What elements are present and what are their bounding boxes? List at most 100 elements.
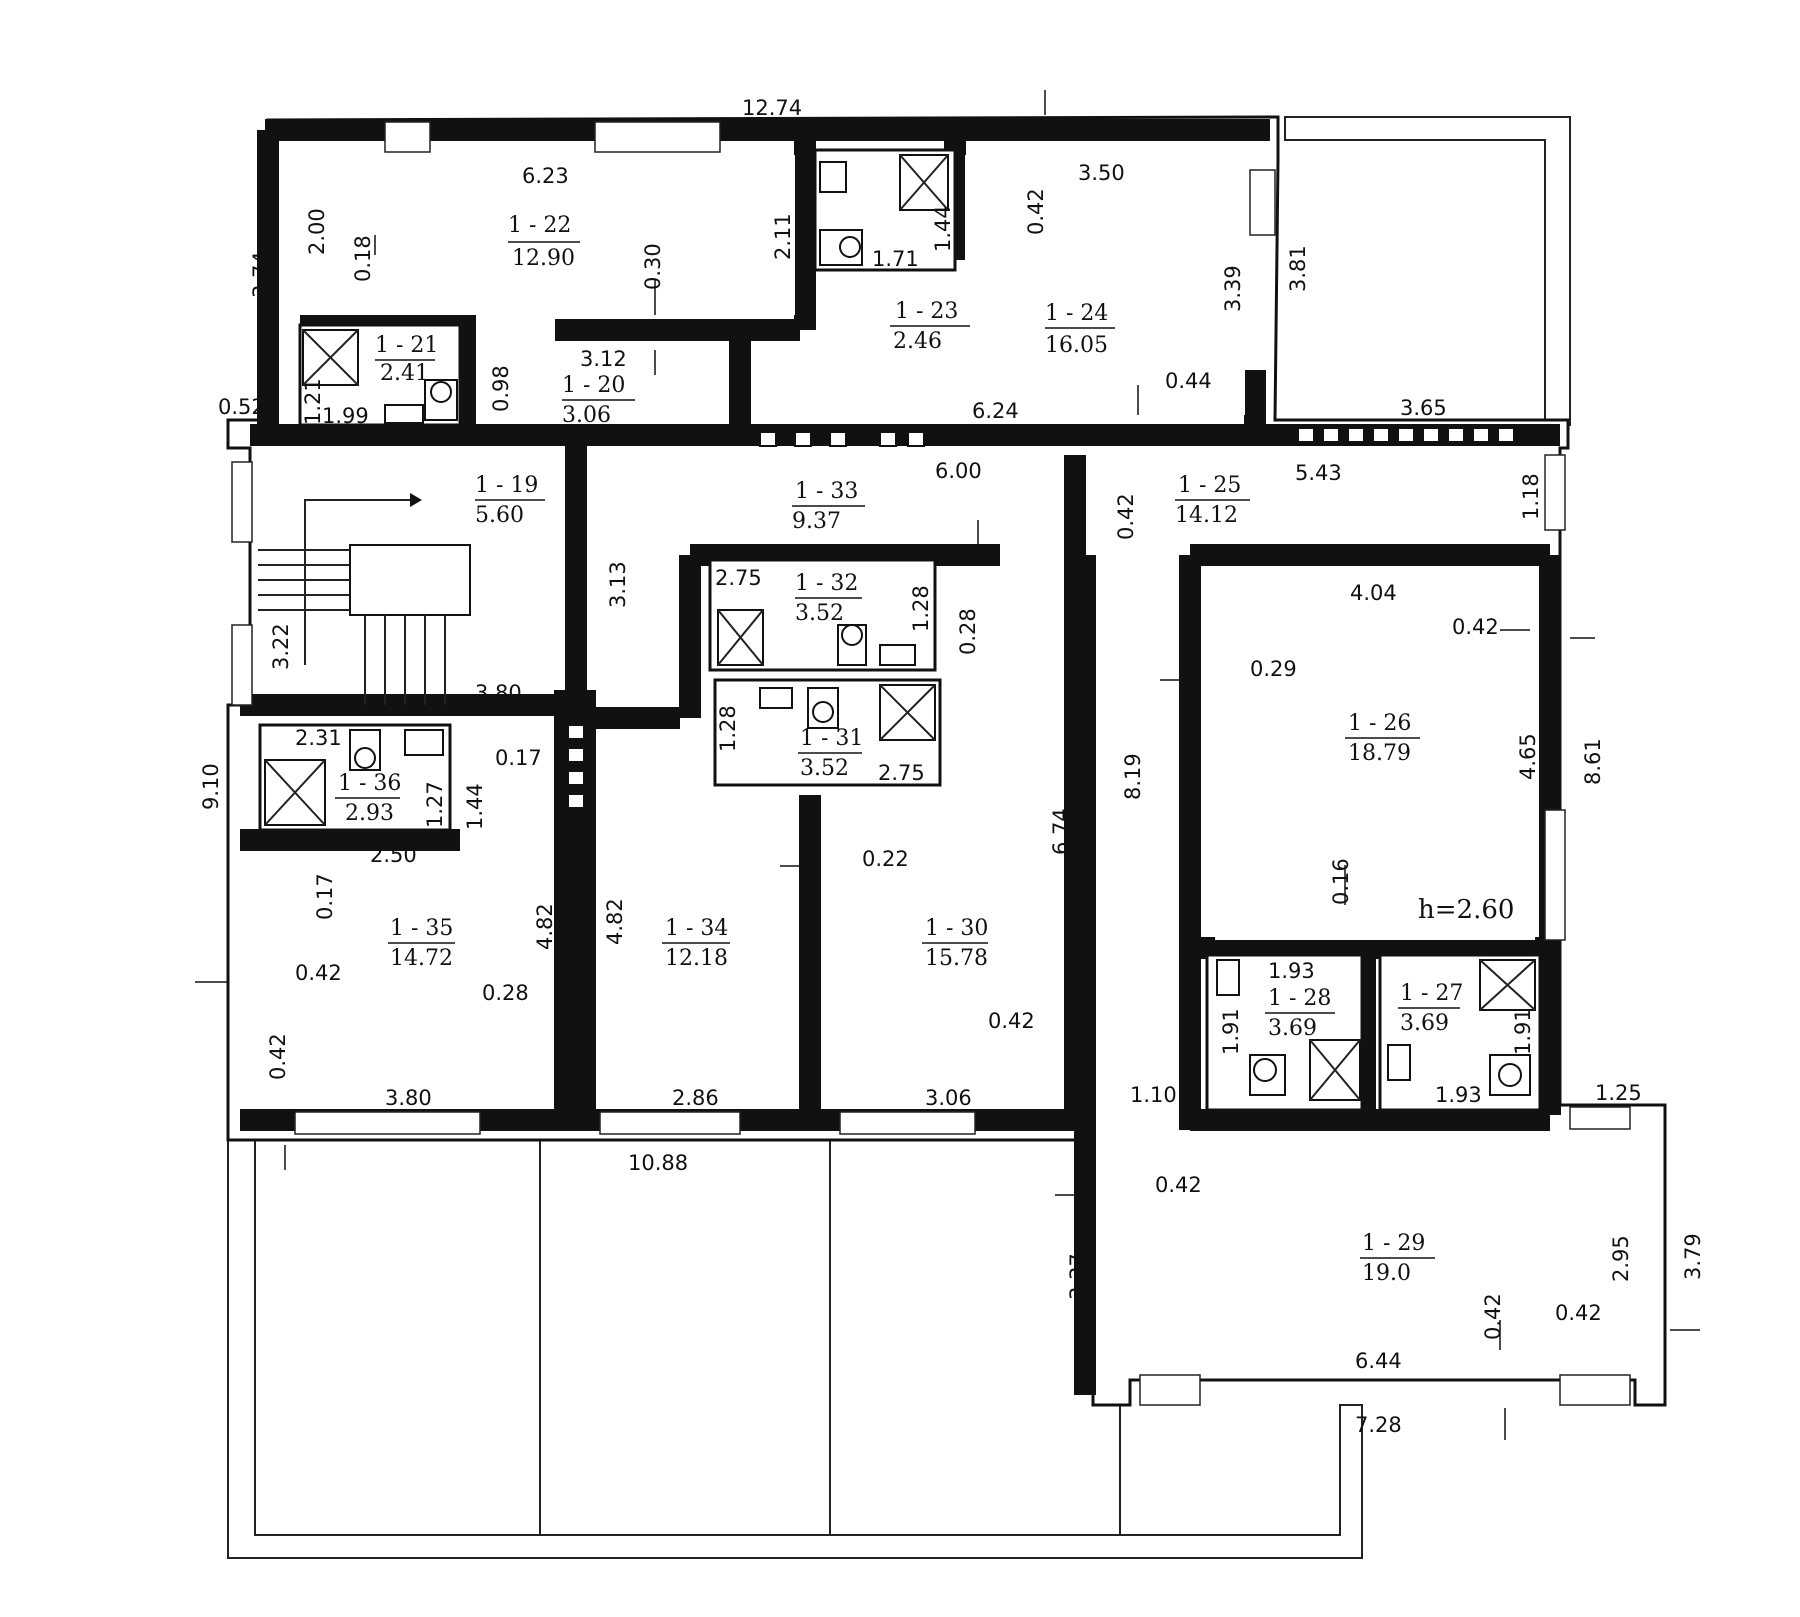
room-area: 3.52 — [800, 756, 849, 781]
dimension: 2.75 — [715, 566, 762, 590]
dimension: 1.18 — [1519, 473, 1543, 520]
dimension: 4.04 — [1350, 581, 1397, 605]
room-id: 1 - 34 — [665, 916, 728, 941]
room-area: 15.78 — [925, 946, 988, 971]
room-area: 3.69 — [1400, 1011, 1449, 1036]
room-area: 3.69 — [1268, 1016, 1317, 1041]
room-area: 12.18 — [665, 946, 728, 971]
balcony-floor — [1290, 150, 1535, 415]
dimension: 12.74 — [742, 96, 802, 120]
stair-arrow — [304, 499, 420, 665]
room-id: 1 - 24 — [1045, 301, 1108, 326]
room-id: 1 - 33 — [795, 479, 858, 504]
toilets — [349, 161, 1531, 1096]
dimension: 3.12 — [580, 347, 627, 371]
sink-icon — [759, 687, 793, 709]
shower-icon — [717, 609, 764, 666]
room-1-22-floor — [300, 155, 795, 315]
dimension: 1.25 — [1595, 1081, 1642, 1105]
dimension: 0.30 — [641, 243, 665, 290]
dimension: 0.16 — [1329, 858, 1353, 905]
dimension: 1.28 — [716, 705, 740, 752]
dimension: 3.50 — [1078, 161, 1125, 185]
dimension: 5.43 — [1295, 461, 1342, 485]
toilet-icon — [424, 379, 458, 421]
dimension: 0.42 — [266, 1033, 290, 1080]
room-1-26-floor — [1215, 570, 1535, 940]
dimension: 2.86 — [672, 1086, 719, 1110]
dimension: 1.99 — [322, 404, 369, 428]
dimension: 2.31 — [295, 726, 342, 750]
room-area: 3.06 — [562, 403, 611, 428]
dimension: 3.37 — [1066, 1253, 1090, 1300]
dimension: 4.65 — [1516, 733, 1540, 780]
dimension: 1.44 — [931, 205, 955, 252]
shower-icon — [879, 684, 936, 741]
dimension: 6.74 — [1049, 808, 1073, 855]
dimension: 0.42 — [1452, 615, 1499, 639]
toilet-icon — [819, 229, 863, 266]
room-area: 19.0 — [1362, 1261, 1411, 1286]
room-id: 1 - 23 — [895, 299, 958, 324]
toilet-icon — [807, 687, 839, 729]
windows — [231, 121, 1631, 1406]
dimension: 0.52 — [218, 395, 265, 419]
dimension: 0.42 — [1024, 188, 1048, 235]
room-id: 1 - 29 — [1362, 1231, 1425, 1256]
dimension: 8.19 — [1121, 753, 1145, 800]
room-area: 18.79 — [1348, 741, 1411, 766]
dimension: 1.93 — [1435, 1083, 1482, 1107]
room-id: 1 - 36 — [338, 771, 401, 796]
room-area: 14.12 — [1175, 503, 1238, 528]
room-area: 3.52 — [795, 601, 844, 626]
dimension: 9.10 — [199, 763, 223, 810]
dimension: 1.93 — [1268, 959, 1315, 983]
shower-icon — [899, 154, 949, 211]
dimension: 10.88 — [628, 1151, 688, 1175]
dimension: 2.50 — [370, 843, 417, 867]
dimension: 3.74 — [249, 251, 273, 298]
room-id: 1 - 31 — [800, 726, 863, 751]
toilet-icon — [837, 624, 867, 666]
shower-icon — [302, 329, 359, 386]
room-area: 12.90 — [512, 246, 575, 271]
dimension: 0.17 — [313, 873, 337, 920]
dimension: 3.65 — [1400, 396, 1447, 420]
room-area: 16.05 — [1045, 333, 1108, 358]
dimension-labels: 12.74 6.23 3.50 2.00 0.18 0.30 2.11 0.42… — [199, 96, 1705, 1437]
dimension: 1.10 — [1130, 1083, 1177, 1107]
room-area: 2.46 — [893, 329, 942, 354]
dimension: 2.75 — [878, 761, 925, 785]
dimension: 0.42 — [1555, 1301, 1602, 1325]
dimension: 0.42 — [1155, 1173, 1202, 1197]
sink-icon — [404, 729, 444, 756]
room-area: 2.41 — [380, 361, 429, 386]
room-id: 1 - 21 — [375, 333, 438, 358]
dimension: 0.18 — [351, 235, 375, 282]
stair-arrow-head — [410, 493, 422, 507]
dimension: 0.42 — [1114, 493, 1138, 540]
sink-icon — [879, 644, 916, 666]
room-id: 1 - 25 — [1178, 473, 1241, 498]
dimension: 0.29 — [1250, 657, 1297, 681]
dimension: 6.44 — [1355, 1349, 1402, 1373]
dimension: 2.95 — [1609, 1235, 1633, 1282]
shower-icon — [1309, 1039, 1361, 1101]
dimension: 6.24 — [972, 399, 1019, 423]
room-area: 5.60 — [475, 503, 524, 528]
shower-icon — [264, 759, 326, 826]
sink-icon — [1216, 959, 1240, 996]
room-id: 1 - 32 — [795, 571, 858, 596]
sink-icon — [819, 161, 847, 193]
room-area: 2.93 — [345, 801, 394, 826]
room-id: 1 - 30 — [925, 916, 988, 941]
toilet-icon — [1489, 1054, 1531, 1096]
room-id: 1 - 20 — [562, 373, 625, 398]
dimension: 1.71 — [872, 247, 919, 271]
dimension: 3.22 — [269, 623, 293, 670]
dimension: 3.06 — [925, 1086, 972, 1110]
dimension: 3.80 — [475, 681, 522, 705]
dimension: 1.28 — [909, 585, 933, 632]
dimension: 6.23 — [522, 164, 569, 188]
